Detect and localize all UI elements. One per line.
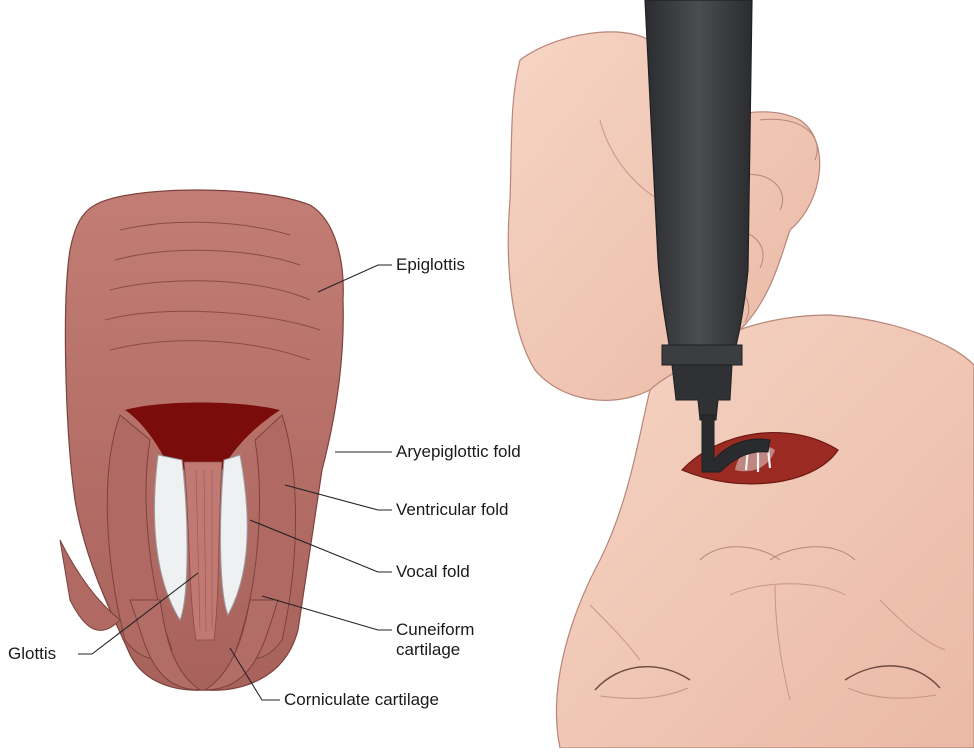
endoscope-collar xyxy=(662,345,742,365)
label-epiglottis: Epiglottis xyxy=(396,255,465,275)
label-vocal-fold: Vocal fold xyxy=(396,562,470,582)
label-cuneiform-line1: Cuneiform xyxy=(396,620,474,640)
label-glottis: Glottis xyxy=(8,644,56,664)
label-corniculate-cartilage: Corniculate cartilage xyxy=(284,690,439,710)
label-cuneiform-cartilage: Cuneiform cartilage xyxy=(396,620,474,660)
larynx-drawing xyxy=(60,190,343,690)
label-ventricular-fold: Ventricular fold xyxy=(396,500,508,520)
label-cuneiform-line2: cartilage xyxy=(396,640,474,660)
face-drawing xyxy=(508,0,974,748)
label-aryepiglottic-fold: Aryepiglottic fold xyxy=(396,442,521,462)
